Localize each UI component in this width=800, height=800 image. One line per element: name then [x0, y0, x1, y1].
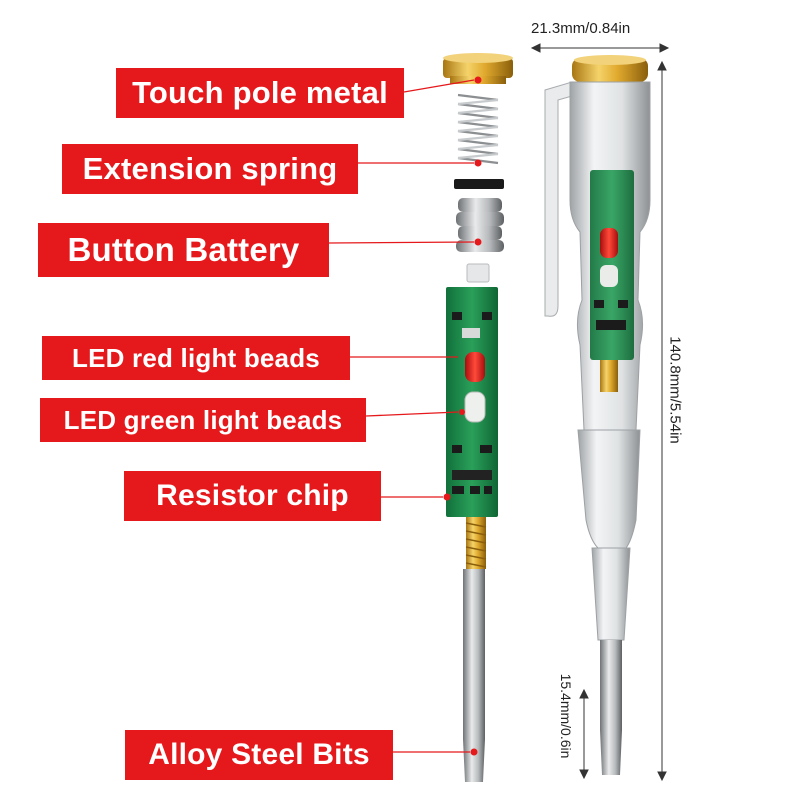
alloy-steel-bit-part — [463, 569, 485, 782]
label-resistor-chip: Resistor chip — [124, 471, 381, 521]
exploded-pen — [443, 53, 513, 782]
brass-thread-part — [465, 517, 487, 569]
assembled-pen — [544, 55, 651, 775]
dimension-length-text: 140.8mm/5.54in — [666, 336, 684, 444]
dimension-lines — [530, 43, 670, 782]
washer-part — [454, 179, 504, 189]
dimension-tip-text: 15.4mm/0.6in — [558, 673, 574, 759]
pcb-board — [443, 287, 498, 517]
label-touch-pole-metal: Touch pole metal — [116, 68, 404, 118]
extension-spring-part — [457, 93, 499, 167]
button-battery-part — [456, 198, 504, 252]
green-led-bead — [464, 391, 486, 423]
label-led-green: LED green light beads — [40, 398, 366, 442]
dimension-width-text: 21.3mm/0.84in — [531, 20, 631, 37]
label-button-battery: Button Battery — [38, 223, 329, 277]
red-led-bead — [465, 352, 485, 382]
leader-lines — [328, 79, 475, 753]
label-alloy-steel-bits: Alloy Steel Bits — [125, 730, 393, 780]
label-extension-spring: Extension spring — [62, 144, 358, 194]
touch-pole-metal-part — [443, 53, 513, 84]
label-led-red: LED red light beads — [42, 336, 350, 380]
